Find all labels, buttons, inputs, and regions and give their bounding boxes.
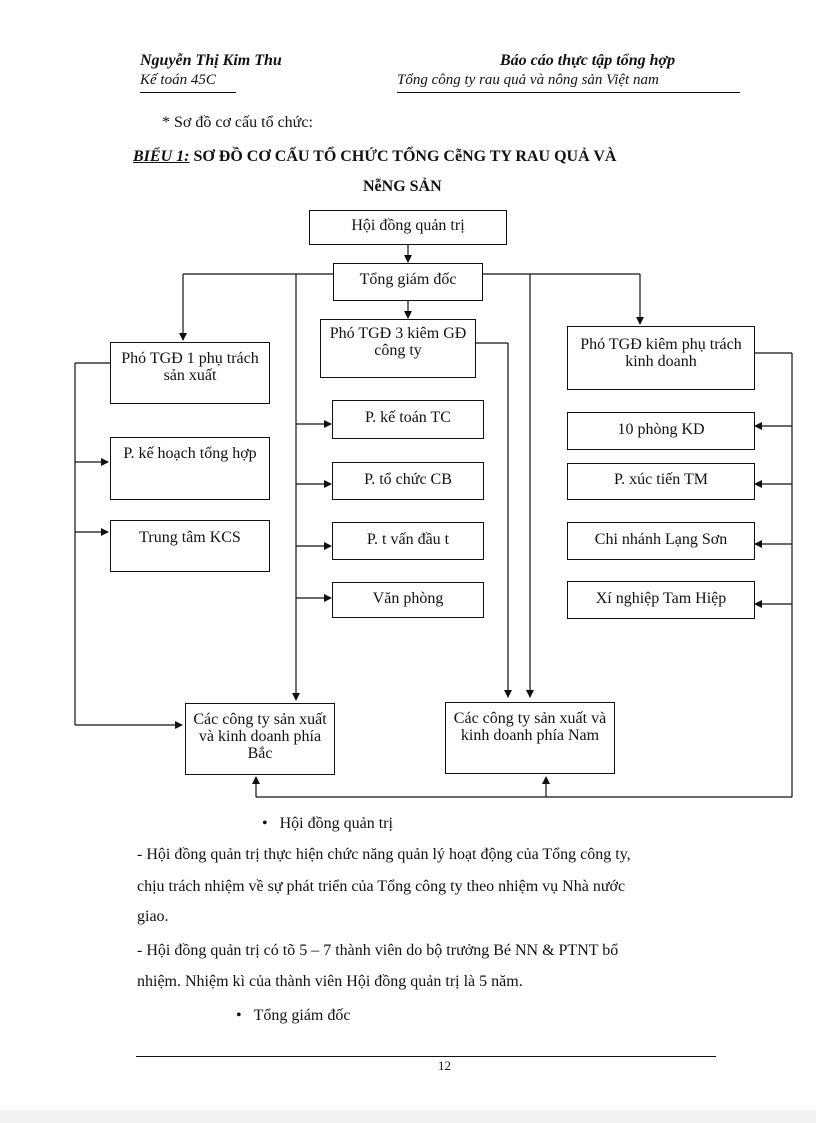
bullet-general-director: • Tổng giám đốc [236, 1007, 350, 1025]
intro-line: * Sơ đồ cơ cấu tổ chức: [162, 114, 313, 131]
paragraph-members-line1: - Hội đồng quản trị có tõ 5 – 7 thành vi… [137, 942, 619, 959]
author-class: Kế toán 45C [140, 72, 216, 88]
footer-rule [136, 1056, 716, 1057]
box-north-companies: Các công ty sản xuất và kinh doanh phía … [185, 703, 335, 775]
paragraph-board-line3: giao. [137, 908, 169, 925]
box-business-depts: 10 phòng KD [567, 412, 755, 450]
header-underline-left [140, 92, 236, 93]
box-general-director: Tổng giám đốc [333, 263, 483, 301]
box-office: Văn phòng [332, 582, 484, 618]
box-tam-hiep-enterprise: Xí nghiệp Tam Hiệp [567, 581, 755, 619]
box-kcs-center: Trung tâm KCS [110, 520, 270, 572]
box-lang-son-branch: Chi nhánh Lạng Sơn [567, 522, 755, 560]
paragraph-members-line2: nhiệm. Nhiệm kì của thành viên Hội đồng … [137, 973, 523, 990]
figure-title-line1: BIỂU 1: SƠ ĐỒ CƠ CẤU TỔ CHỨC TỔNG CễNG T… [133, 148, 616, 166]
box-trade-promo: P. xúc tiến TM [567, 463, 755, 500]
box-deputy-companies: Phó TGĐ 3 kiêm GĐ công ty [320, 319, 476, 378]
paragraph-board-line1: - Hội đồng quản trị thực hiện chức năng … [137, 846, 631, 863]
bullet-board-text: Hội đồng quản trị [279, 815, 393, 832]
bullet-dot: • [236, 1007, 242, 1024]
box-board: Hội đồng quản trị [309, 210, 507, 245]
box-planning-dept: P. kế hoạch tổng hợp [110, 437, 270, 500]
figure-title-line2: NễNG SẢN [363, 178, 442, 195]
figure-title-text: SƠ ĐỒ CƠ CẤU TỔ CHỨC TỔNG CễNG TY RAU QU… [193, 148, 617, 165]
box-investment-dept: P. t vấn đầu t [332, 522, 484, 560]
page-number: 12 [438, 1058, 451, 1073]
box-deputy-production: Phó TGĐ 1 phụ trách sản xuất [110, 342, 270, 404]
report-title: Báo cáo thực tập tổng hợp [500, 52, 676, 69]
page-bottom-band [0, 1110, 816, 1123]
bullet-dot: • [262, 815, 268, 832]
box-deputy-business: Phó TGĐ kiêm phụ trách kinh doanh [567, 326, 755, 390]
paragraph-board-line2: chịu trách nhiệm về sự phát triển của Tổ… [137, 878, 626, 895]
figure-label: BIỂU 1: [133, 148, 190, 165]
box-hr-dept: P. tổ chức CB [332, 462, 484, 500]
box-accounting-dept: P. kế toán TC [332, 400, 484, 439]
header-underline-right [397, 92, 740, 93]
box-south-companies: Các công ty sản xuất và kinh doanh phía … [445, 702, 615, 774]
bullet-board: • Hội đồng quản trị [262, 815, 393, 833]
bullet-general-director-text: Tổng giám đốc [253, 1007, 351, 1024]
company-name: Tổng công ty rau quả và nông sản Việt na… [397, 72, 659, 88]
author-name: Nguyễn Thị Kim Thu [140, 52, 282, 69]
